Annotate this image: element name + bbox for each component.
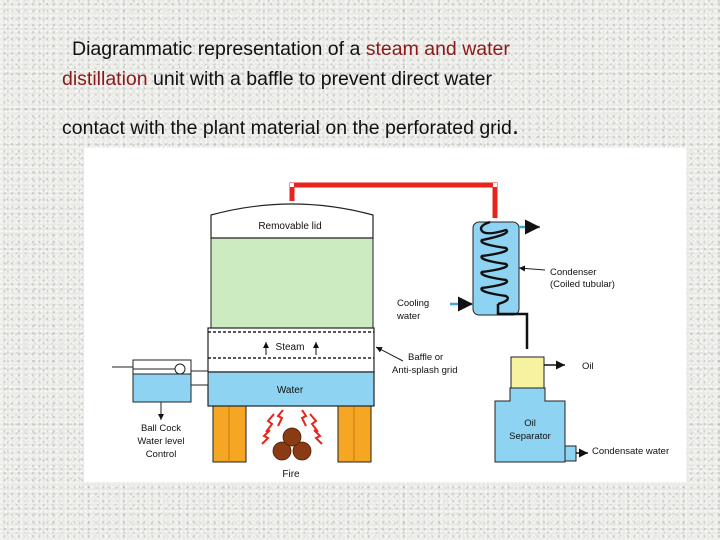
fire-log-1 xyxy=(272,441,292,461)
flame-3 xyxy=(300,409,308,427)
vapour-pipe-joint-left xyxy=(290,183,294,187)
flame-5 xyxy=(261,429,271,445)
title-line1-prefix: Diagrammatic representation of a xyxy=(72,38,366,60)
label-water: Water xyxy=(277,385,304,396)
removable-lid xyxy=(210,203,374,239)
ballcock-float xyxy=(174,363,186,375)
title-line3: contact with the plant material on the p… xyxy=(62,117,512,139)
flame-2 xyxy=(276,409,284,427)
label-condensate: Condensate water xyxy=(592,446,669,457)
flame-1 xyxy=(265,413,275,433)
label-baffle-1: Baffle or xyxy=(408,352,443,363)
vapour-pipe xyxy=(289,182,498,218)
label-removable-lid: Removable lid xyxy=(258,221,321,232)
flame-4 xyxy=(309,413,319,433)
label-condenser-1: Condenser xyxy=(550,267,596,278)
steam-chamber xyxy=(207,327,375,373)
title-highlight-distillation: distillation xyxy=(62,68,148,90)
label-ballcock-1: Ball Cock xyxy=(141,423,181,434)
label-ballcock-2: Water level xyxy=(137,436,184,447)
label-baffle-2: Anti-splash grid xyxy=(392,365,457,376)
label-steam: Steam xyxy=(276,342,305,353)
oil-separator xyxy=(494,387,566,463)
flame-6 xyxy=(313,429,323,445)
condenser-coil xyxy=(479,220,509,306)
label-separator-1: Oil xyxy=(524,418,536,429)
title-line2-rest: unit with a baffle to prevent direct wat… xyxy=(147,68,492,90)
fire-log-3 xyxy=(282,427,302,447)
label-oil: Oil xyxy=(582,361,594,372)
oil-receiver xyxy=(510,356,545,389)
water-reservoir xyxy=(207,371,375,407)
label-condenser-2: (Coiled tubular) xyxy=(550,279,615,290)
condensate-outlet xyxy=(564,445,577,462)
label-ballcock-3: Control xyxy=(146,449,177,460)
ballcock-water-tank xyxy=(132,373,192,403)
condenser-pointer xyxy=(518,265,546,272)
condenser-drain-pipe xyxy=(496,304,529,349)
baffle-pointer xyxy=(375,346,404,362)
label-separator-2: Separator xyxy=(509,431,551,442)
vapour-pipe-joint-right xyxy=(493,183,497,187)
label-cooling-1: Cooling xyxy=(397,298,429,309)
plant-material-chamber xyxy=(210,237,374,329)
diagram-panel xyxy=(84,148,686,482)
title-line3-end: . xyxy=(511,110,520,140)
title-highlight-steam-and-water: steam and water xyxy=(365,38,510,60)
fire-log-2 xyxy=(292,441,312,461)
label-fire: Fire xyxy=(282,469,300,480)
ballcock-connector xyxy=(190,370,209,386)
label-cooling-2: water xyxy=(396,311,420,322)
